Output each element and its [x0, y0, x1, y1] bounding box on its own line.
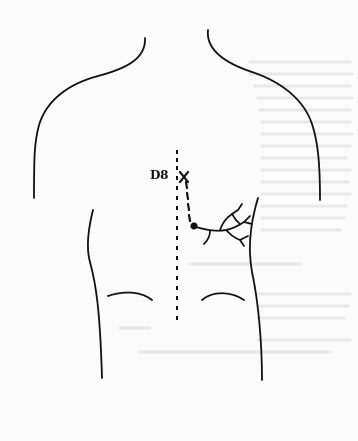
branch-node-icon	[190, 222, 197, 229]
spine-line	[176, 150, 178, 320]
left-shoulder-arm-line	[34, 38, 145, 198]
left-buttock-curve	[108, 293, 152, 300]
left-waist-line	[88, 210, 102, 378]
right-buttock-curve	[202, 293, 244, 300]
right-shoulder-arm-line	[208, 30, 320, 200]
d8-marker-icon	[180, 172, 188, 182]
bleed-through-text	[120, 62, 352, 352]
nerve-branches	[196, 204, 252, 246]
nerve-path	[186, 182, 190, 221]
vertebra-label: D8	[150, 169, 168, 181]
